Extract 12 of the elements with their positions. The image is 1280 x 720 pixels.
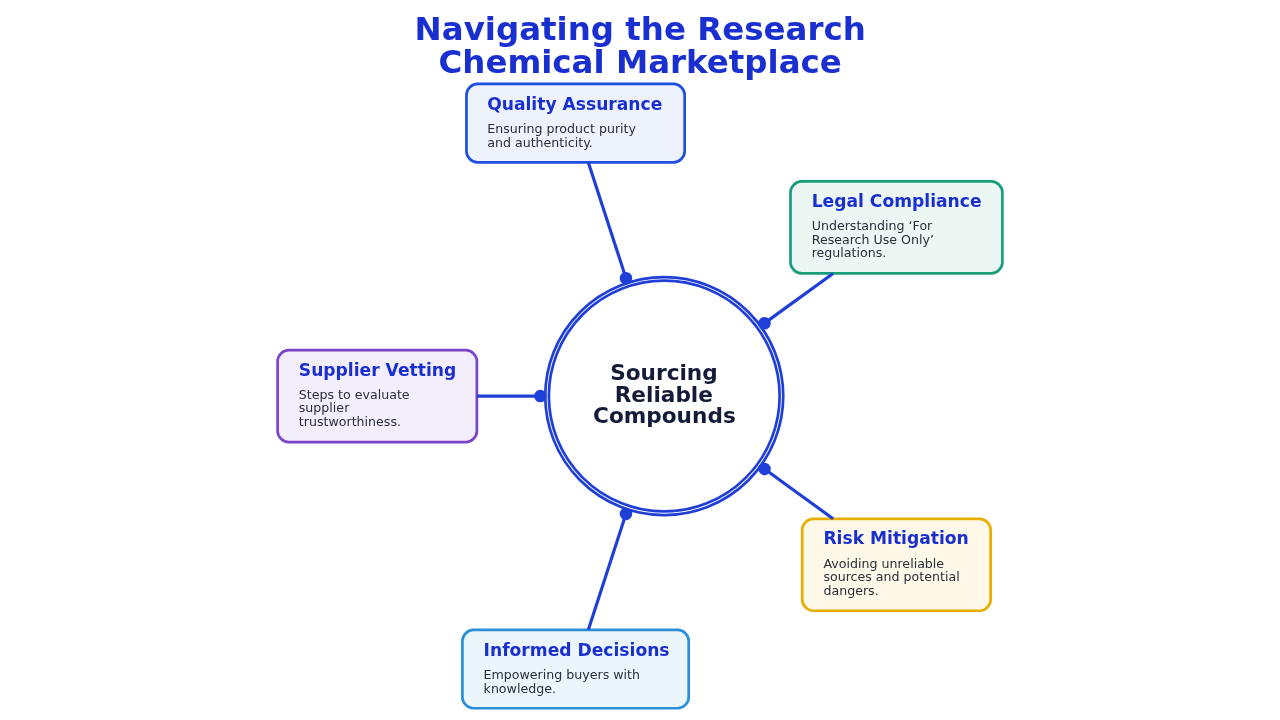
node-box: Informed Decisions Empowering buyers with knowledge. <box>461 628 691 710</box>
connector <box>758 272 834 330</box>
connector <box>476 389 547 403</box>
node-box: Risk Mitigation Avoiding unreliable sources and potential dangers. <box>800 517 993 613</box>
node-circle: Sourcing Reliable Compounds <box>543 275 785 517</box>
node-box: Supplier Vetting Steps to evaluate supplier trustworthiness. <box>276 348 479 444</box>
connector <box>586 507 633 631</box>
connector <box>758 462 834 520</box>
node-box: Quality Assurance Ensuring product purity and authenticity. <box>465 82 687 164</box>
node-box: Legal Compliance Understanding ‘For Research Use Only’ regulations. <box>789 180 1004 275</box>
connector <box>586 162 633 285</box>
diagram-title: Navigating the Research Chemical Marketplace <box>414 10 866 81</box>
